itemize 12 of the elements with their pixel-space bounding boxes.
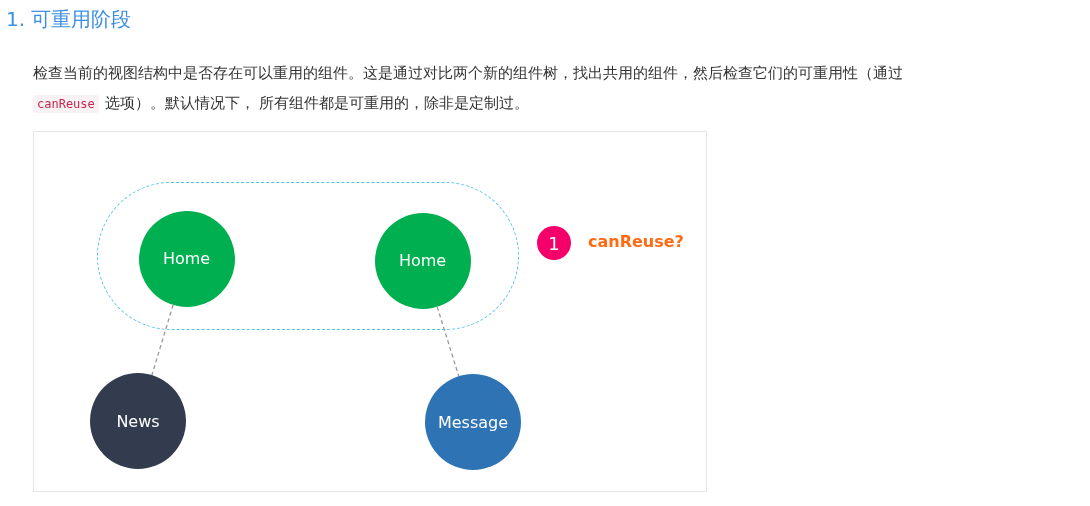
number-badge: 1	[537, 226, 571, 260]
connector-line	[151, 304, 174, 376]
component-circle: Home	[138, 210, 235, 307]
paragraph-text: 选项）。默认情况下， 所有组件都是可重用的，除非是定制过。	[104, 94, 530, 113]
annotation-text: canReuse?	[588, 232, 684, 251]
section-heading: 1. 可重用阶段	[6, 6, 132, 33]
component-circle: News	[90, 373, 186, 469]
component-circle: Home	[374, 212, 471, 309]
paragraph-text: 检查当前的视图结构中是否存在可以重用的组件。这是通过对比两个新的组件树，找出共用的组件，然后检查它们的可重用性（通过	[33, 64, 903, 83]
connector-line	[436, 306, 460, 377]
inline-code: canReuse	[33, 94, 99, 113]
component-circle: Message	[425, 374, 521, 470]
